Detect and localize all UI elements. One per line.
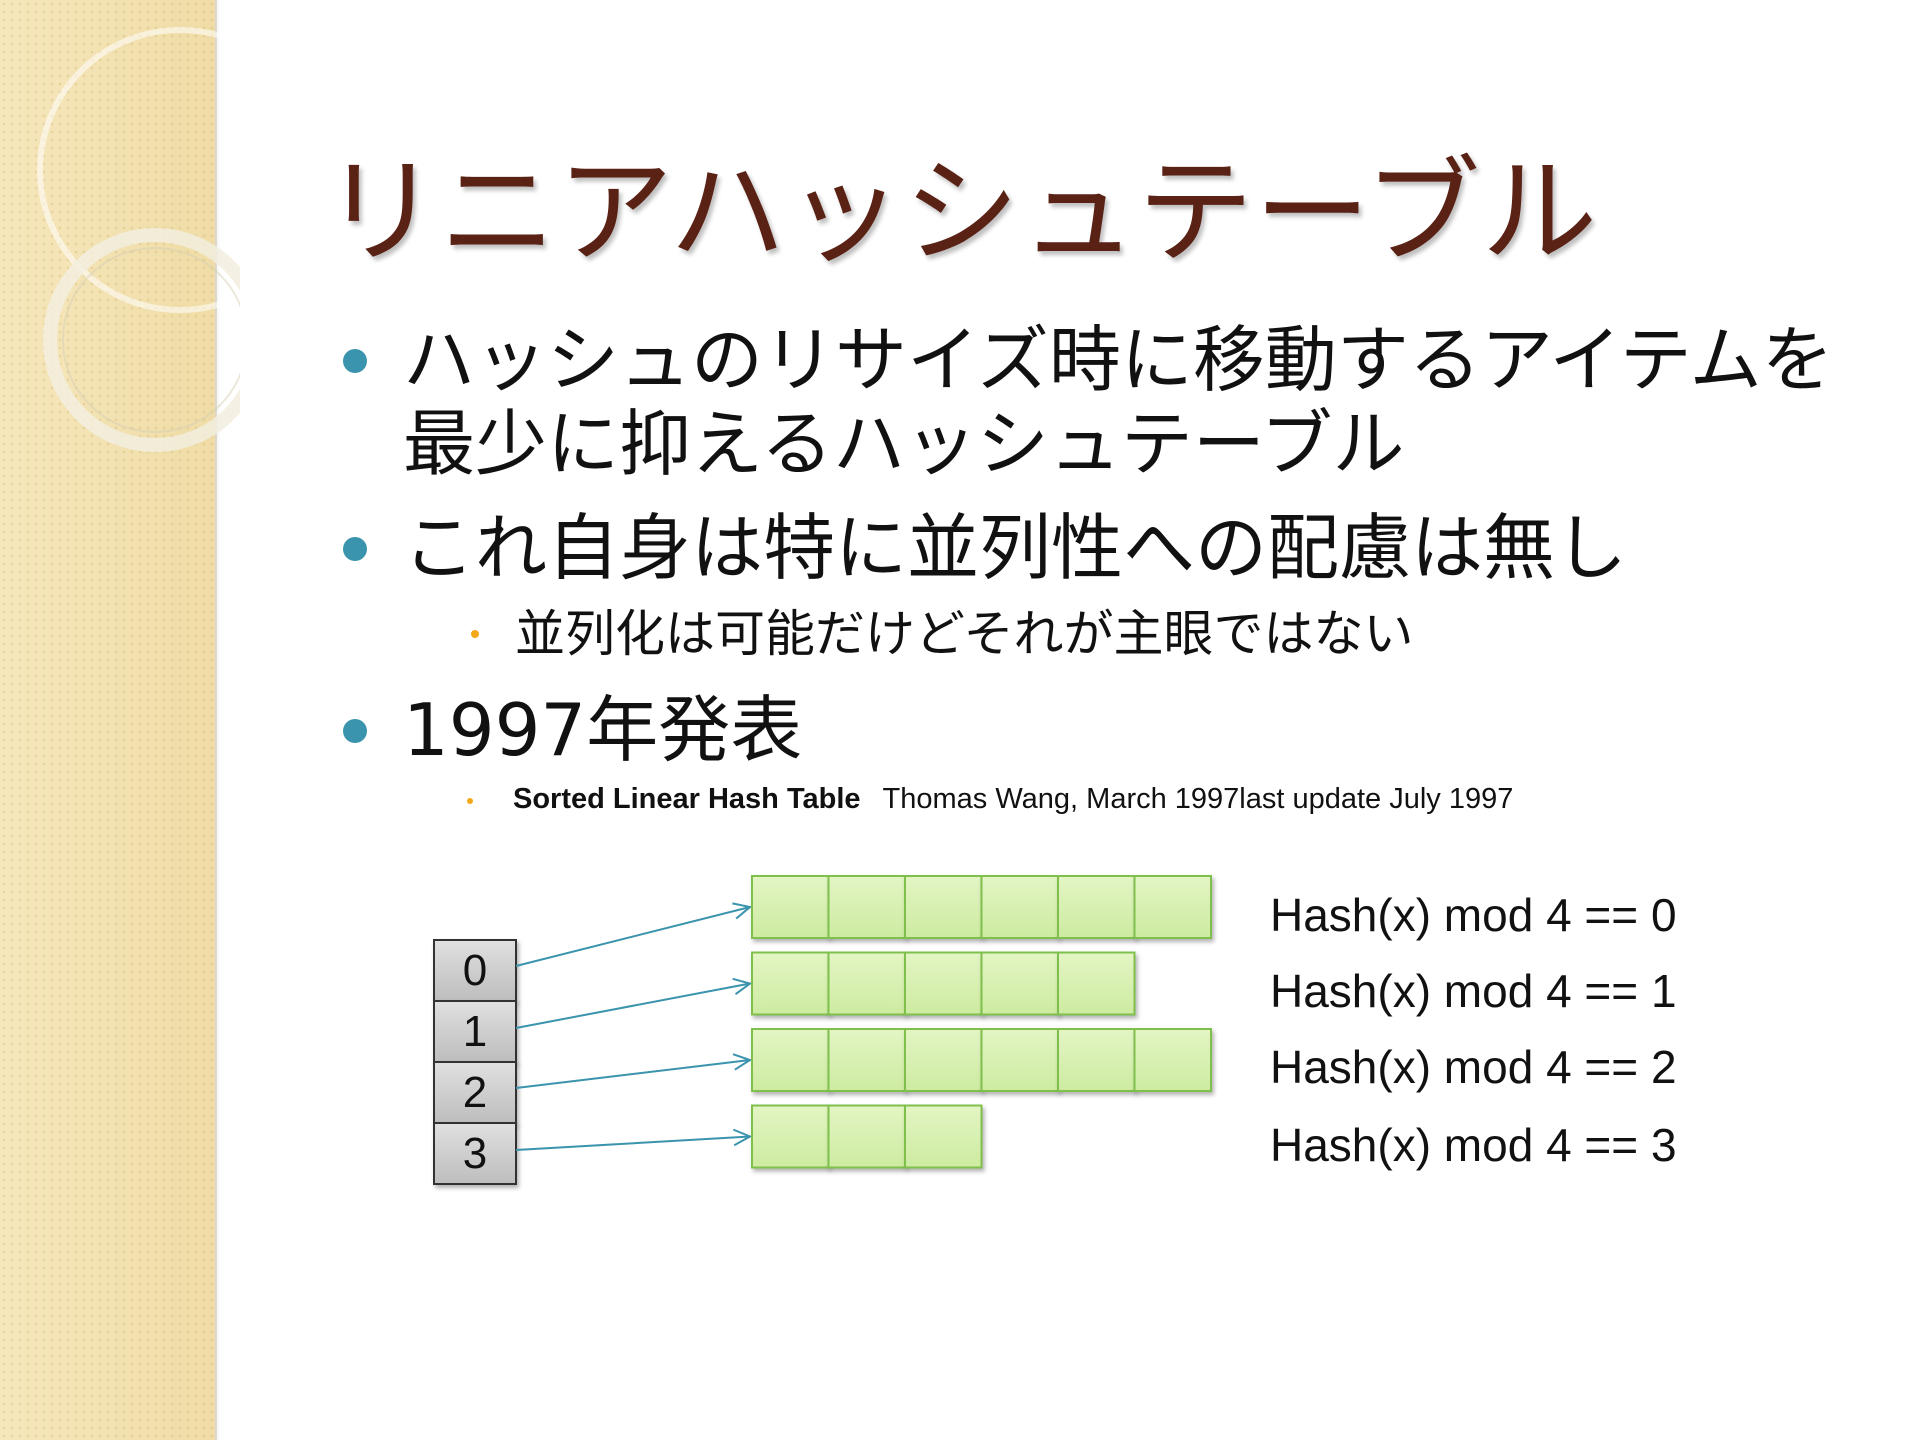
bucket-cell [827,951,906,1016]
buckets [751,875,1212,1169]
bucket-cell [827,875,906,939]
reference-line: Sorted Linear Hash Table Thomas Wang, Mar… [467,783,1514,816]
sub-bullet-1-text: 並列化は可能だけどそれが主眼ではない [515,605,1414,663]
bullet-2: これ自身は特に並列性への配慮は無し [343,506,1628,590]
reference-title: Sorted Linear Hash Table [513,783,861,815]
decor-ring-thick [43,228,240,452]
arrow-head [732,1128,753,1147]
bullet-2-text: これ自身は特に並列性への配慮は無し [403,506,1628,590]
bucket-cell [1133,1028,1212,1092]
bucket-cell [980,1028,1059,1092]
index-cell-label: 0 [463,946,487,995]
pointer-arrow [515,1059,751,1089]
reference-dot [467,798,473,804]
pointer-arrow [515,982,751,1029]
index-cell-label: 2 [463,1068,487,1117]
hash-label: Hash(x) mod 4 == 3 [1270,1119,1677,1171]
bucket-cell [1057,951,1136,1016]
bullet-1: ハッシュのリサイズ時に移動するアイテムを 最少に抑えるハッシュテーブル [343,318,1834,486]
index-cell [433,939,517,1002]
bucket-cell [1057,875,1136,939]
decorative-rings [37,27,240,452]
slide-title: リニアハッシュテーブル [323,145,1599,280]
sub-bullet-dot [471,630,479,638]
index-cell [433,1000,517,1063]
decor-ring-inner [62,247,240,433]
bullet-3-text: 1997年発表 [403,688,803,772]
index-cell-label: 1 [463,1007,487,1056]
hash-label: Hash(x) mod 4 == 0 [1270,889,1677,941]
bullet-dot [343,719,367,743]
pointer-arrow [515,1135,751,1151]
bucket-cell [827,1104,906,1169]
index-cell-label: 3 [463,1129,487,1178]
pointer-arrow [515,906,751,967]
bucket-cell [904,1028,983,1092]
index-array: 0 1 2 3 [433,939,517,1185]
bullet-dot [343,537,367,561]
sub-bullet-1: 並列化は可能だけどそれが主眼ではない [471,604,1414,664]
bucket-cell [1133,875,1212,939]
arrow-head [732,1053,753,1071]
bullet-dot [343,349,367,373]
index-cell [433,1122,517,1185]
bucket-cell [827,1028,906,1092]
arrow-head [732,902,753,920]
bullet-1-line-1: ハッシュのリサイズ時に移動するアイテムを [403,318,1834,402]
bucket-cell [751,951,830,1016]
bucket-cell [980,875,1059,939]
sidebar-shadow [215,0,221,1440]
bullet-3: 1997年発表 [343,688,803,772]
bucket-cell [904,1104,983,1169]
arrow-head [732,977,753,996]
bucket-cell [751,1104,830,1169]
bucket-cell [751,875,830,939]
bucket-cell [751,1028,830,1092]
hash-label: Hash(x) mod 4 == 1 [1270,965,1677,1017]
bullet-1-line-2: 最少に抑えるハッシュテーブル [403,402,1405,486]
bucket-cell [1057,1028,1136,1092]
decor-ring-large [37,27,240,313]
bucket-cell [904,951,983,1016]
bucket-cell [980,951,1059,1016]
reference-author: Thomas Wang, March 1997last update July … [882,783,1514,815]
pointer-arrows [515,902,753,1151]
hash-label: Hash(x) mod 4 == 2 [1270,1041,1677,1093]
bucket-cell [904,875,983,939]
